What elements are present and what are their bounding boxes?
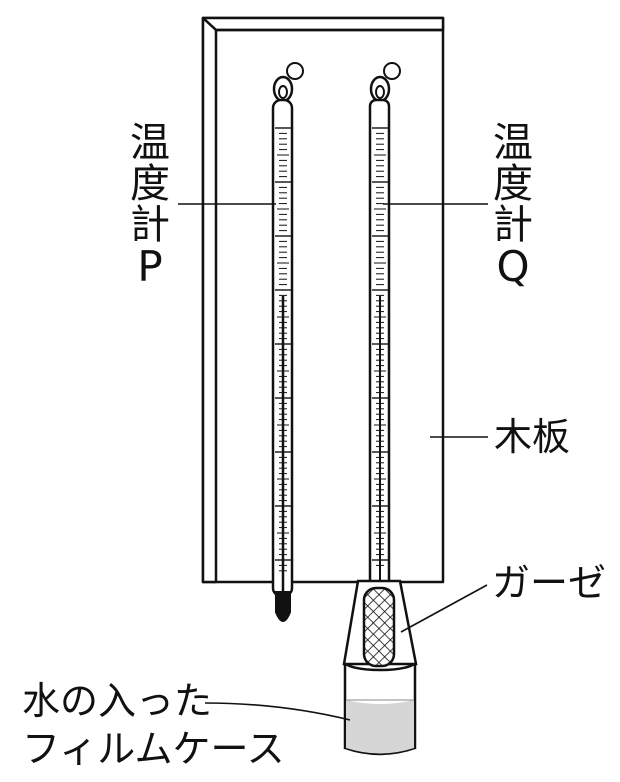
label-p-char-3: 計 (130, 202, 170, 248)
label-film-case-line1: 水の入った (22, 679, 213, 723)
thermometer-q (368, 62, 401, 602)
leader-lines (178, 203, 488, 721)
board-side-face (201, 16, 218, 584)
gauze (342, 579, 418, 668)
label-p-char-2: 度 (130, 161, 170, 207)
label-q-char-3: 計 (493, 202, 533, 248)
gauze-wrap (362, 586, 396, 668)
label-film-case-line2: フィルムケース (22, 727, 285, 771)
label-board: 木板 (494, 415, 571, 459)
label-q-char-4: Q (496, 242, 530, 291)
label-thermometer-q: 温 度 計 Q (490, 120, 536, 291)
nail-q (383, 62, 401, 80)
board-top-face (201, 16, 445, 32)
nail-p (286, 62, 304, 80)
label-q-char-1: 温 (493, 120, 533, 166)
scale-ticks-q (372, 127, 388, 566)
thermometer-p (271, 62, 304, 622)
label-thermometer-p: 温 度 計 P (127, 120, 173, 291)
label-p-char-4: P (137, 242, 163, 291)
leader-film-case (204, 702, 351, 721)
wooden-board (201, 16, 445, 584)
bulb-p (275, 591, 291, 622)
label-p-char-1: 温 (130, 120, 170, 166)
label-gauze: ガーゼ (492, 561, 607, 605)
film-case (343, 652, 417, 756)
water (346, 700, 414, 754)
label-q-char-2: 度 (493, 161, 533, 207)
leader-gauze (400, 584, 488, 633)
